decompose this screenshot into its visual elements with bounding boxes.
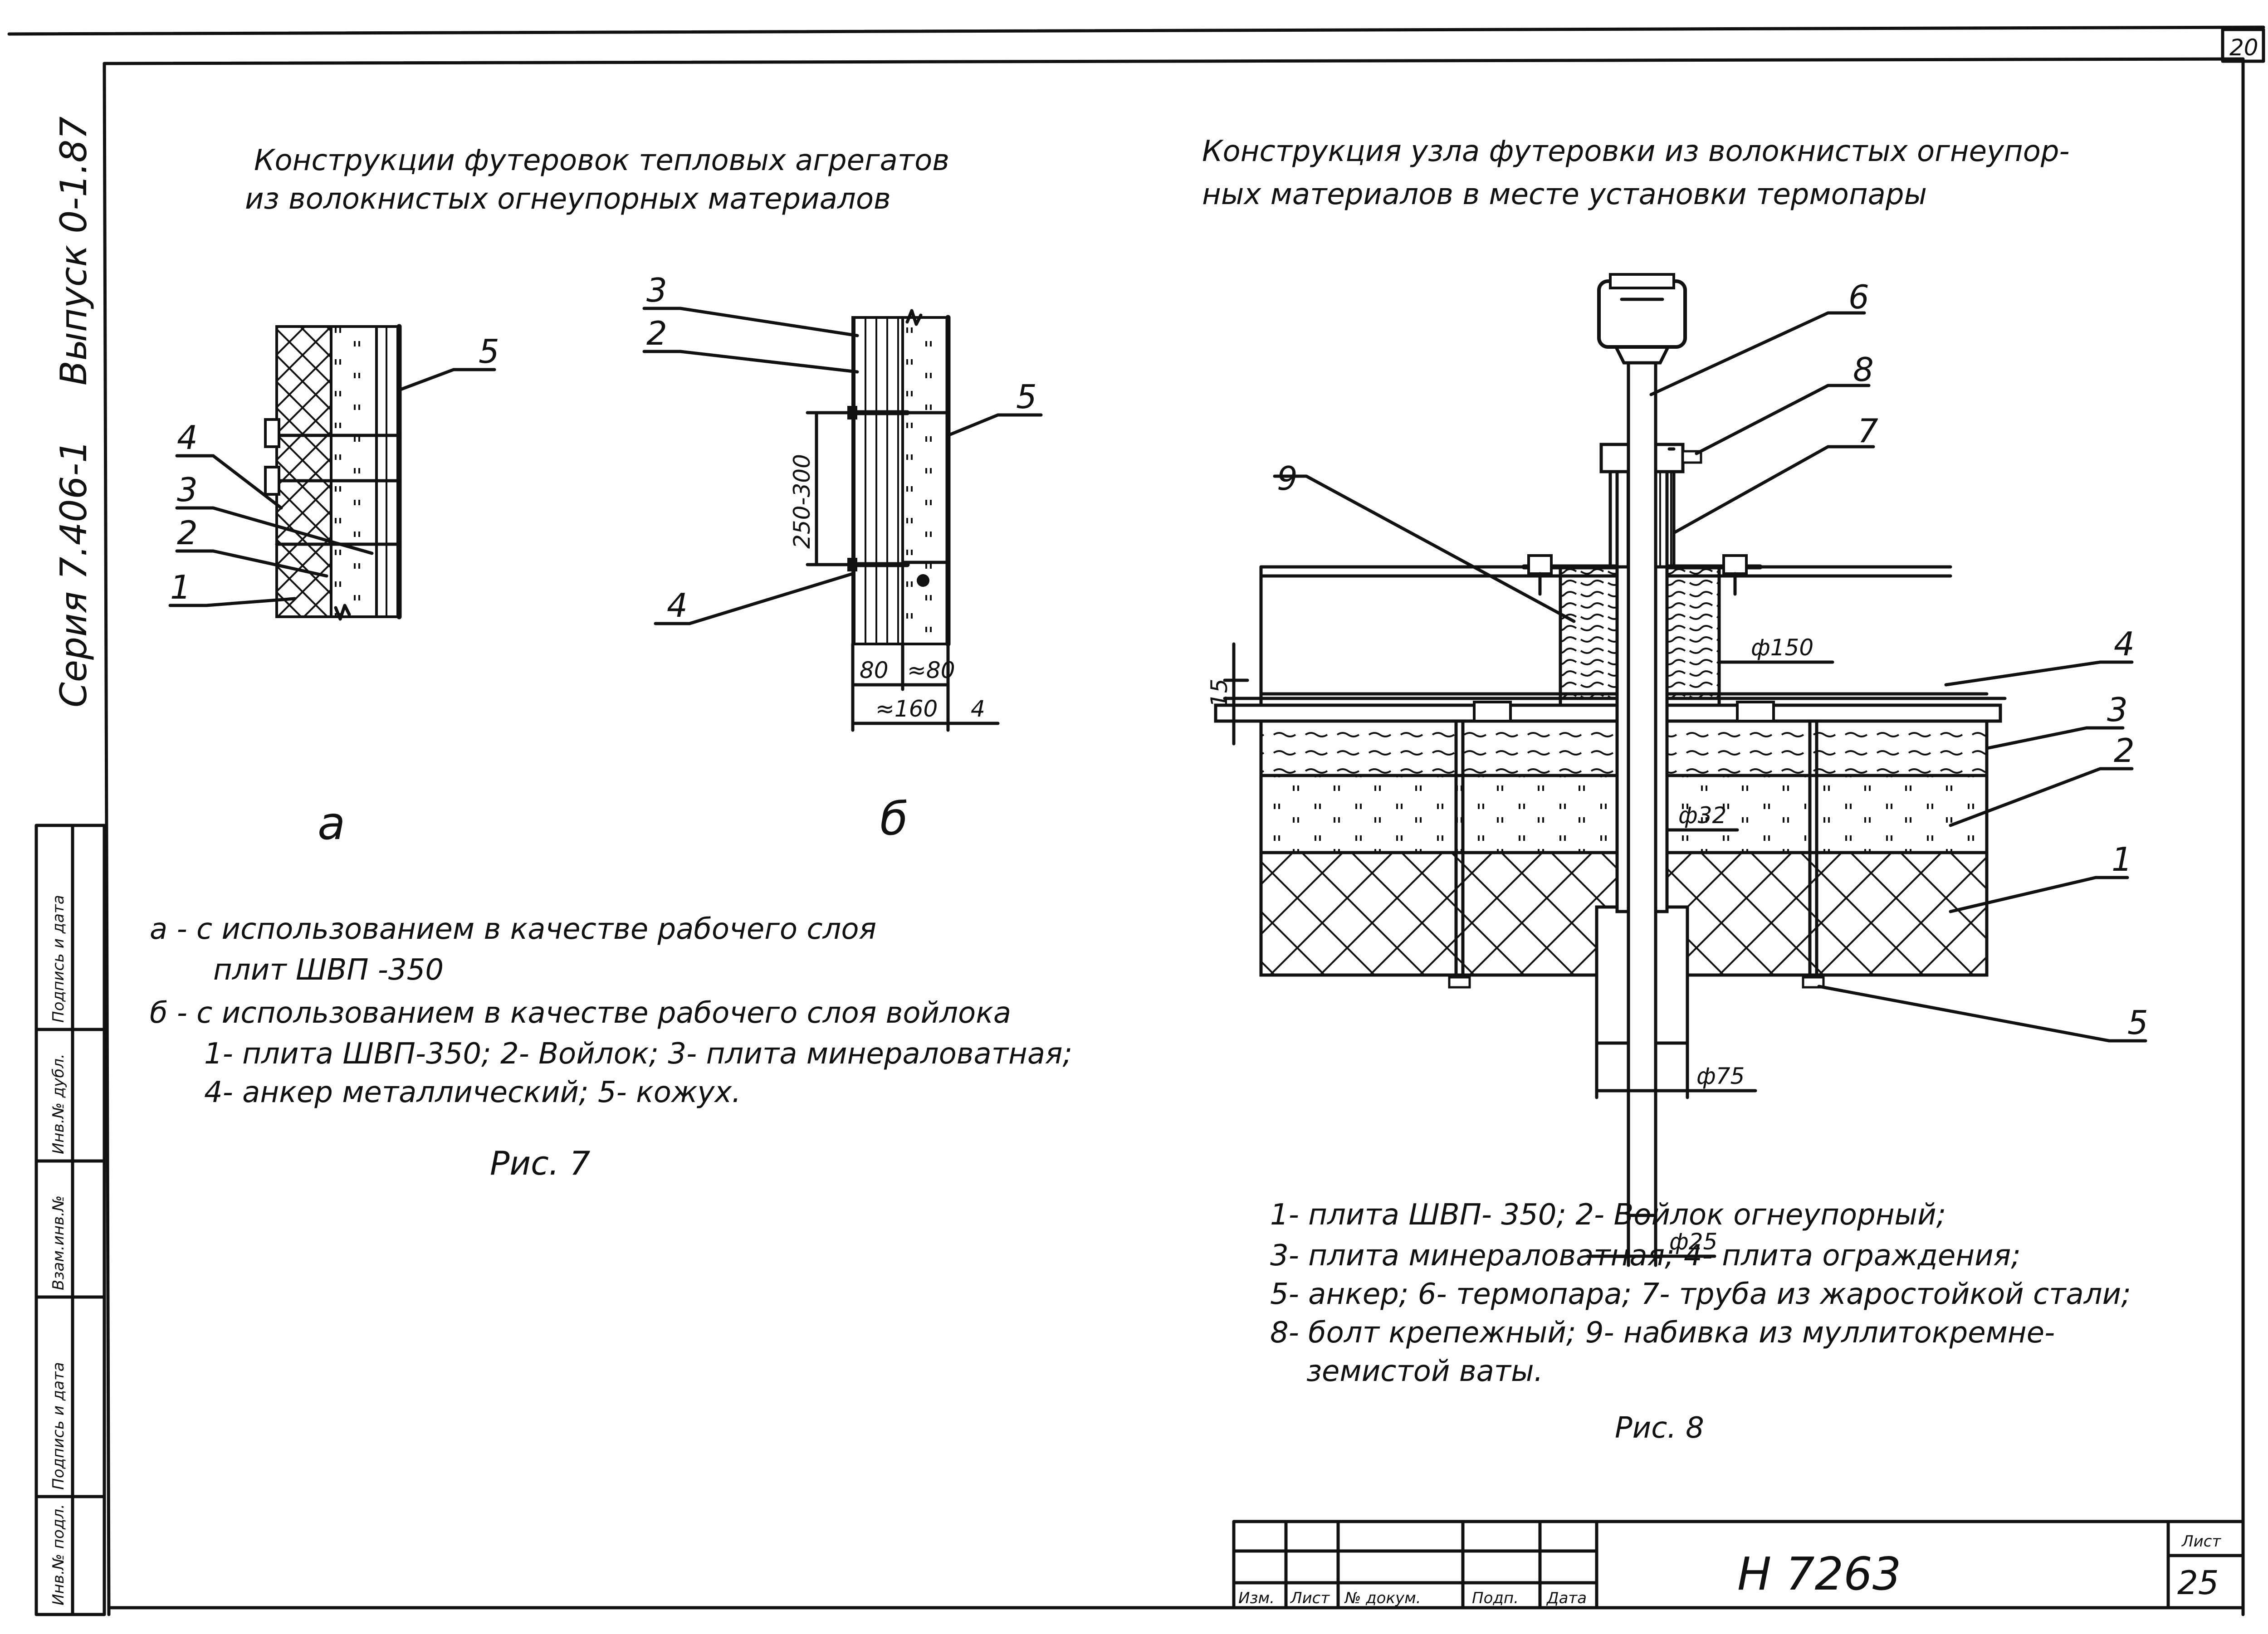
left-stamp-column — [34, 824, 106, 1616]
fig7-legend-line4: 1- плита ШВП-350; 2- Войлок; 3- плита ми… — [204, 1037, 1072, 1071]
fig7-caption: Рис. 7 — [490, 1144, 591, 1182]
fig8-dim-75: ф75 — [1696, 1063, 1745, 1089]
fig8-callout-7: 7 — [1857, 412, 1878, 450]
fig8-dim-150: ф150 — [1751, 634, 1813, 661]
fig7a-letter: а — [318, 797, 345, 850]
fig8-node — [1214, 273, 2147, 1267]
fig8-callout-4: 4 — [2114, 625, 2135, 663]
fig8-callout-8: 8 — [1853, 351, 1874, 389]
stamp-cell-2: Инв.№ дубл. — [49, 1054, 68, 1154]
fig7b-callout-5: 5 — [1016, 378, 1037, 416]
fig7a-callout-1: 1 — [170, 568, 191, 606]
stamp-cell-3: Взам.инв.№ — [49, 1195, 68, 1290]
stamp-cell-5: Инв.№ подл. — [49, 1504, 68, 1605]
fig7a-callout-3: 3 — [177, 471, 198, 509]
fig8-dim-15: 15 — [1206, 678, 1232, 707]
fig8-callout-6: 6 — [1848, 278, 1869, 316]
fig8-callout-3: 3 — [2107, 691, 2128, 729]
fig7a-callout-5: 5 — [479, 332, 499, 371]
fig7b-dim-spacing: 250-300 — [789, 454, 815, 549]
fig8-legend-line3: 5- анкер; 6- термопара; 7- труба из жаро… — [1270, 1278, 2131, 1311]
title-block-doc: № докум. — [1344, 1589, 1421, 1607]
fig8-callout-1: 1 — [2112, 840, 2132, 878]
stamp-cell-1: Подпись и дата — [49, 895, 68, 1023]
fig8-legend-line1: 1- плита ШВП- 350; 2- Войлок огнеупорный… — [1270, 1198, 1946, 1232]
series-label: Серия 7.406-1 — [53, 440, 95, 707]
fig8-dim-25: ф25 — [1669, 1229, 1717, 1255]
fig8-legend-line4: 8- болт крепежный; 9- набивка из муллито… — [1270, 1316, 2055, 1350]
stamp-cell-4: Подпись и дата — [49, 1362, 68, 1490]
issue-label: Выпуск 0-1.87 — [53, 117, 95, 385]
fig7a-callout-2: 2 — [177, 514, 198, 552]
title-block-izm: Изм. — [1238, 1589, 1275, 1607]
fig7b-dim-w2: ≈80 — [907, 657, 955, 683]
fig8-title-line1: Конструкция узла футеровки из волокнисты… — [1202, 135, 2070, 168]
fig7b-dim-w1: 80 — [860, 657, 889, 683]
fig8-caption: Рис. 8 — [1615, 1411, 1704, 1445]
sheet-frame — [7, 25, 2265, 1616]
sheet-label: Лист — [2181, 1532, 2221, 1551]
fig7b-section — [642, 307, 1043, 732]
fig7-legend-line3: б - с использованием в качестве рабочего… — [150, 996, 1011, 1030]
corner-sheet-number: 20 — [2229, 34, 2258, 61]
fig8-dim-32: ф32 — [1678, 802, 1726, 829]
fig7a-section — [168, 324, 496, 621]
fig7-legend-line1: а - с использованием в качестве рабочего… — [150, 912, 876, 946]
fig7b-callout-3: 3 — [646, 271, 667, 309]
fig7b-dim-skin: 4 — [971, 696, 985, 722]
fig7-title-line1: Конструкции футеровок тепловых агрегатов — [254, 144, 949, 177]
title-block-sign: Подп. — [1472, 1589, 1519, 1607]
fig7-title-line2: из волокнистых огнеупорных материалов — [245, 182, 891, 216]
fig7-legend-line5: 4- анкер металлический; 5- кожух. — [204, 1076, 741, 1109]
fig8-callout-5: 5 — [2127, 1004, 2148, 1042]
fig7b-callout-2: 2 — [646, 314, 667, 352]
title-block — [1232, 1520, 2245, 1610]
fig7b-letter: б — [880, 792, 908, 845]
fig7b-dim-total: ≈160 — [875, 696, 938, 722]
fig8-title-line2: ных материалов в месте установки термопа… — [1202, 178, 1927, 211]
fig8-legend-line5: земистой ваты. — [1306, 1355, 1543, 1388]
sheet-number: 25 — [2177, 1564, 2219, 1602]
fig7b-callout-4: 4 — [667, 586, 688, 624]
fig7-legend-line2: плит ШВП -350 — [213, 953, 444, 987]
fig8-legend-line2: 3- плита минераловатная; 4- плита огражд… — [1270, 1239, 2021, 1273]
fig7a-callout-4: 4 — [177, 419, 198, 457]
fig8-callout-9: 9 — [1277, 459, 1298, 498]
title-block-date: Дата — [1546, 1589, 1587, 1607]
fig8-callout-2: 2 — [2114, 732, 2135, 770]
drawing-code: Н 7263 — [1737, 1547, 1901, 1600]
title-block-list: Лист — [1290, 1589, 1330, 1607]
